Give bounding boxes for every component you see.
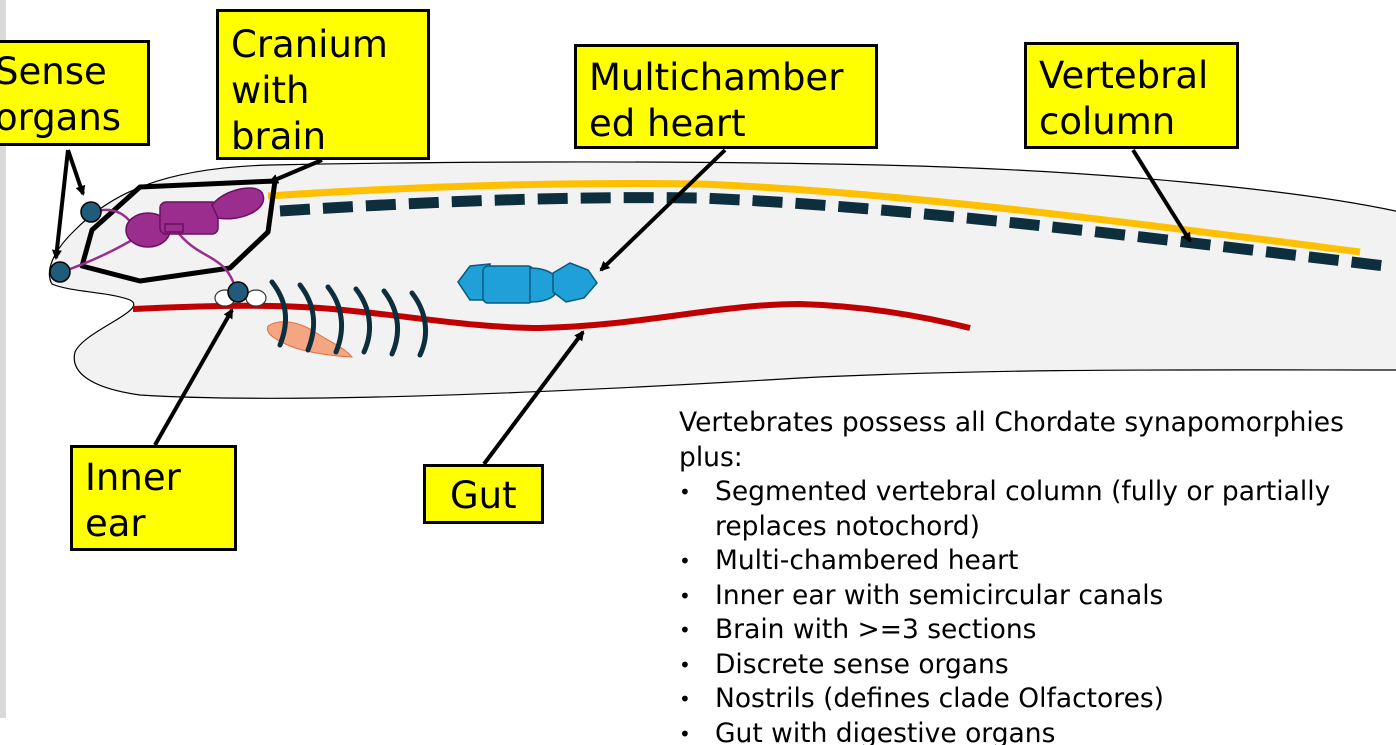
label-gut: Gut <box>423 464 544 524</box>
bullet-icon: • <box>679 480 691 504</box>
cranium <box>79 178 278 284</box>
label-vertebral-column: Vertebral column <box>1024 42 1239 149</box>
semicircular-canal-right <box>245 289 267 307</box>
bullet-icon: • <box>679 549 691 573</box>
bullet-icon: • <box>679 721 691 745</box>
gill-slits <box>269 279 428 358</box>
label-multichambered-heart: Multichamber ed heart <box>574 44 878 149</box>
brain <box>125 187 265 248</box>
list-item-text: Nostrils (defines clade Olfactores) <box>715 683 1165 714</box>
gut-tube <box>132 300 971 332</box>
arrow-vertebral <box>1131 148 1192 243</box>
arrow-heart <box>599 148 727 272</box>
arrow-gut <box>482 330 585 466</box>
brain-connector <box>164 223 184 233</box>
bullet-icon: • <box>679 618 691 642</box>
label-sense-organs: Sense organs <box>0 40 150 146</box>
synapomorphy-list: • Segmented vertebral column (fully or pa… <box>679 475 1396 745</box>
slide-left-edge <box>0 0 6 718</box>
label-inner-ear: Inner ear <box>70 445 237 551</box>
dorsal-nerve-cord <box>267 180 1361 256</box>
list-item: • Multi-chambered heart <box>679 544 1396 579</box>
hindbrain <box>211 187 265 220</box>
bullet-icon: • <box>679 652 691 677</box>
synapomorphies-text: Vertebrates possess all Chordate synapom… <box>679 406 1396 745</box>
list-item: • Nostrils (defines clade Olfactores) <box>679 682 1396 717</box>
list-item-text: Segmented vertebral column (fully or par… <box>715 476 1331 542</box>
arrow-sense-to-nostril <box>51 149 70 260</box>
arrow-cranium <box>268 158 323 184</box>
heart-chamber-bulbus <box>552 262 598 303</box>
list-item-text: Multi-chambered heart <box>715 545 1019 576</box>
list-item: • Segmented vertebral column (fully or pa… <box>679 475 1396 544</box>
arrow-sense-to-eye <box>66 149 86 196</box>
summary-intro: Vertebrates possess all Chordate synapom… <box>679 407 1344 473</box>
list-item-text: Discrete sense organs <box>715 648 1009 680</box>
sense-organ-nostril <box>49 261 71 283</box>
list-item-text: Gut with digestive organs <box>715 717 1056 745</box>
bullet-icon: • <box>679 687 691 711</box>
sense-organ-eye <box>80 201 102 223</box>
inner-ear-organ <box>227 281 249 303</box>
arrow-inner-ear <box>153 308 234 446</box>
label-cranium-with-brain: Cranium with brain <box>216 9 430 160</box>
bullet-icon: • <box>679 583 691 608</box>
list-item: • Gut with digestive organs <box>679 717 1396 745</box>
body-outline <box>48 161 1396 399</box>
list-item-text: Inner ear with semicircular canals <box>715 579 1164 611</box>
multichambered-heart <box>457 262 598 304</box>
list-item: • Inner ear with semicircular canals <box>679 579 1396 614</box>
list-item: • Discrete sense organs <box>679 648 1396 683</box>
heart-chamber-atrium <box>482 265 534 304</box>
label-arrows <box>51 148 1192 466</box>
list-item-text: Brain with >=3 sections <box>715 614 1037 645</box>
inner-ear <box>214 281 267 307</box>
list-item: • Brain with >=3 sections <box>679 613 1396 648</box>
